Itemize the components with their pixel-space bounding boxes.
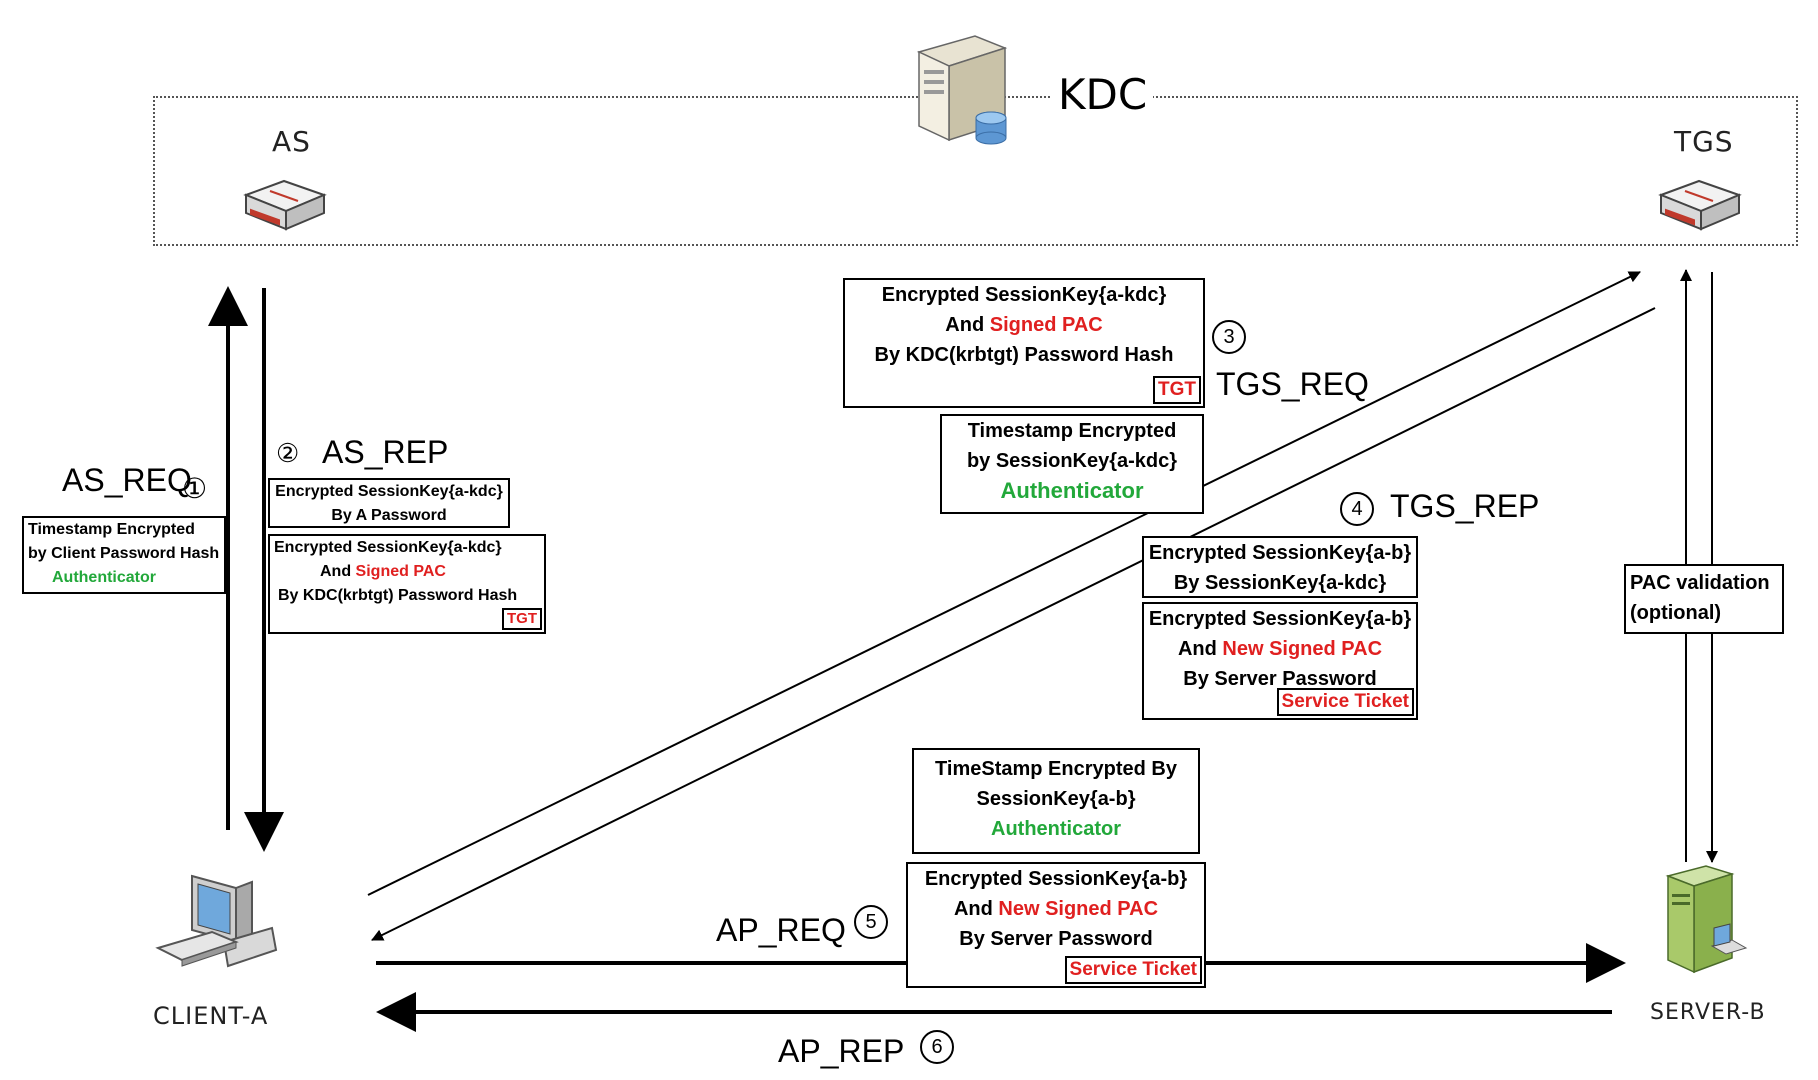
as-req-number: ① xyxy=(182,473,208,504)
ap-req-auth-line1: TimeStamp Encrypted By xyxy=(935,758,1177,780)
as-rep-key-line2: By A Password xyxy=(331,507,447,524)
tgs-rep-key-line1: Encrypted SessionKey{a-b} xyxy=(1148,542,1412,564)
as-req-auth-label: Authenticator xyxy=(52,569,156,586)
server-label: SERVER-B xyxy=(1650,1000,1766,1025)
tgs-rep-ticket-line3: By Server Password xyxy=(1183,668,1377,690)
as-rep-sessionkey-box: Encrypted SessionKey{a-kdc} By A Passwor… xyxy=(268,478,510,528)
tgs-req-tgt-tag: TGT xyxy=(1153,376,1201,404)
tgs-rep-label: TGS_REP xyxy=(1390,488,1540,524)
as-rep-tgt-tag: TGT xyxy=(502,608,542,630)
tgs-req-auth-label: Authenticator xyxy=(1000,478,1144,503)
tgs-rep-sessionkey-box: Encrypted SessionKey{a-b} By SessionKey{… xyxy=(1142,536,1418,598)
pac-validation-line1: PAC validation xyxy=(1630,572,1770,594)
ap-req-authenticator-box: TimeStamp Encrypted By SessionKey{a-b} A… xyxy=(912,748,1200,854)
tgs-rep-new-signed-pac: New Signed PAC xyxy=(1222,638,1383,660)
tgs-req-tgt-and: And xyxy=(945,314,990,336)
as-router-icon xyxy=(243,179,327,231)
tgs-req-signed-pac: Signed PAC xyxy=(989,314,1103,336)
as-rep-key-line1: Encrypted SessionKey{a-kdc} xyxy=(275,483,503,500)
tgs-rep-key-line2: By SessionKey{a-kdc} xyxy=(1173,572,1387,594)
tgs-rep-service-ticket-box: Encrypted SessionKey{a-b} And New Signed… xyxy=(1142,602,1418,720)
pac-validation-line2: (optional) xyxy=(1630,602,1722,624)
as-rep-tgt-line3: By KDC(krbtgt) Password Hash xyxy=(278,587,518,604)
ap-req-ticket-and: And xyxy=(953,898,999,920)
as-req-auth-line2: by Client Password Hash xyxy=(28,545,220,562)
ap-rep-number: 6 xyxy=(920,1030,954,1064)
ap-req-ticket-line3: By Server Password xyxy=(959,928,1153,950)
tgs-req-auth-line2: by SessionKey{a-kdc} xyxy=(966,450,1178,472)
ap-req-auth-line2: SessionKey{a-b} xyxy=(976,788,1136,810)
as-rep-number: ② xyxy=(276,438,300,468)
tgs-req-authenticator-box: Timestamp Encrypted by SessionKey{a-kdc}… xyxy=(940,414,1204,514)
as-rep-signed-pac: Signed PAC xyxy=(355,563,446,580)
ap-req-service-ticket-box: Encrypted SessionKey{a-b} And New Signed… xyxy=(906,862,1206,988)
as-req-authenticator-box: Timestamp Encrypted by Client Password H… xyxy=(22,516,226,594)
tgs-router-icon xyxy=(1658,179,1742,231)
ap-req-ticket-line1: Encrypted SessionKey{a-b} xyxy=(924,868,1188,890)
tgs-rep-ticket-and: And xyxy=(1177,638,1223,660)
tgs-req-tgt-line1: Encrypted SessionKey{a-kdc} xyxy=(881,284,1167,306)
as-rep-label: AS_REP xyxy=(322,434,449,470)
kdc-label: KDC xyxy=(1052,70,1154,119)
as-rep-tgt-line1: Encrypted SessionKey{a-kdc} xyxy=(274,539,502,556)
ap-rep-label: AP_REP xyxy=(778,1033,905,1069)
as-label: AS xyxy=(272,125,311,158)
tgs-req-auth-line1: Timestamp Encrypted xyxy=(967,420,1177,442)
tgs-rep-ticket-tag: Service Ticket xyxy=(1276,688,1414,716)
ap-req-auth-label: Authenticator xyxy=(991,818,1121,840)
tgs-label: TGS xyxy=(1674,125,1734,158)
as-rep-tgt-and: And xyxy=(320,563,356,580)
ap-req-number: 5 xyxy=(854,905,888,939)
as-rep-tgt-box: Encrypted SessionKey{a-kdc} And Signed P… xyxy=(268,534,546,634)
tgs-req-label: TGS_REQ xyxy=(1216,366,1369,402)
tgs-req-tgt-line3: By KDC(krbtgt) Password Hash xyxy=(874,344,1174,366)
tgs-rep-number: 4 xyxy=(1340,492,1374,526)
client-label: CLIENT-A xyxy=(153,1002,269,1030)
tgs-rep-ticket-line1: Encrypted SessionKey{a-b} xyxy=(1148,608,1412,630)
ap-req-ticket-tag: Service Ticket xyxy=(1064,956,1202,984)
tgs-req-arrow xyxy=(367,271,1641,896)
tgs-req-number: 3 xyxy=(1212,320,1246,354)
as-req-label: AS_REQ xyxy=(62,462,192,498)
ap-req-label: AP_REQ xyxy=(716,912,846,948)
as-req-auth-line1: Timestamp Encrypted xyxy=(28,521,195,538)
tgs-req-tgt-box: Encrypted SessionKey{a-kdc} And Signed P… xyxy=(843,278,1205,408)
kdc-server-icon xyxy=(916,35,1008,145)
pac-validation-box: PAC validation (optional) xyxy=(1624,564,1784,634)
server-icon xyxy=(1665,865,1748,974)
client-computer-icon xyxy=(155,874,278,968)
ap-req-new-signed-pac: New Signed PAC xyxy=(998,898,1159,920)
tgs-rep-arrow xyxy=(371,307,1656,941)
